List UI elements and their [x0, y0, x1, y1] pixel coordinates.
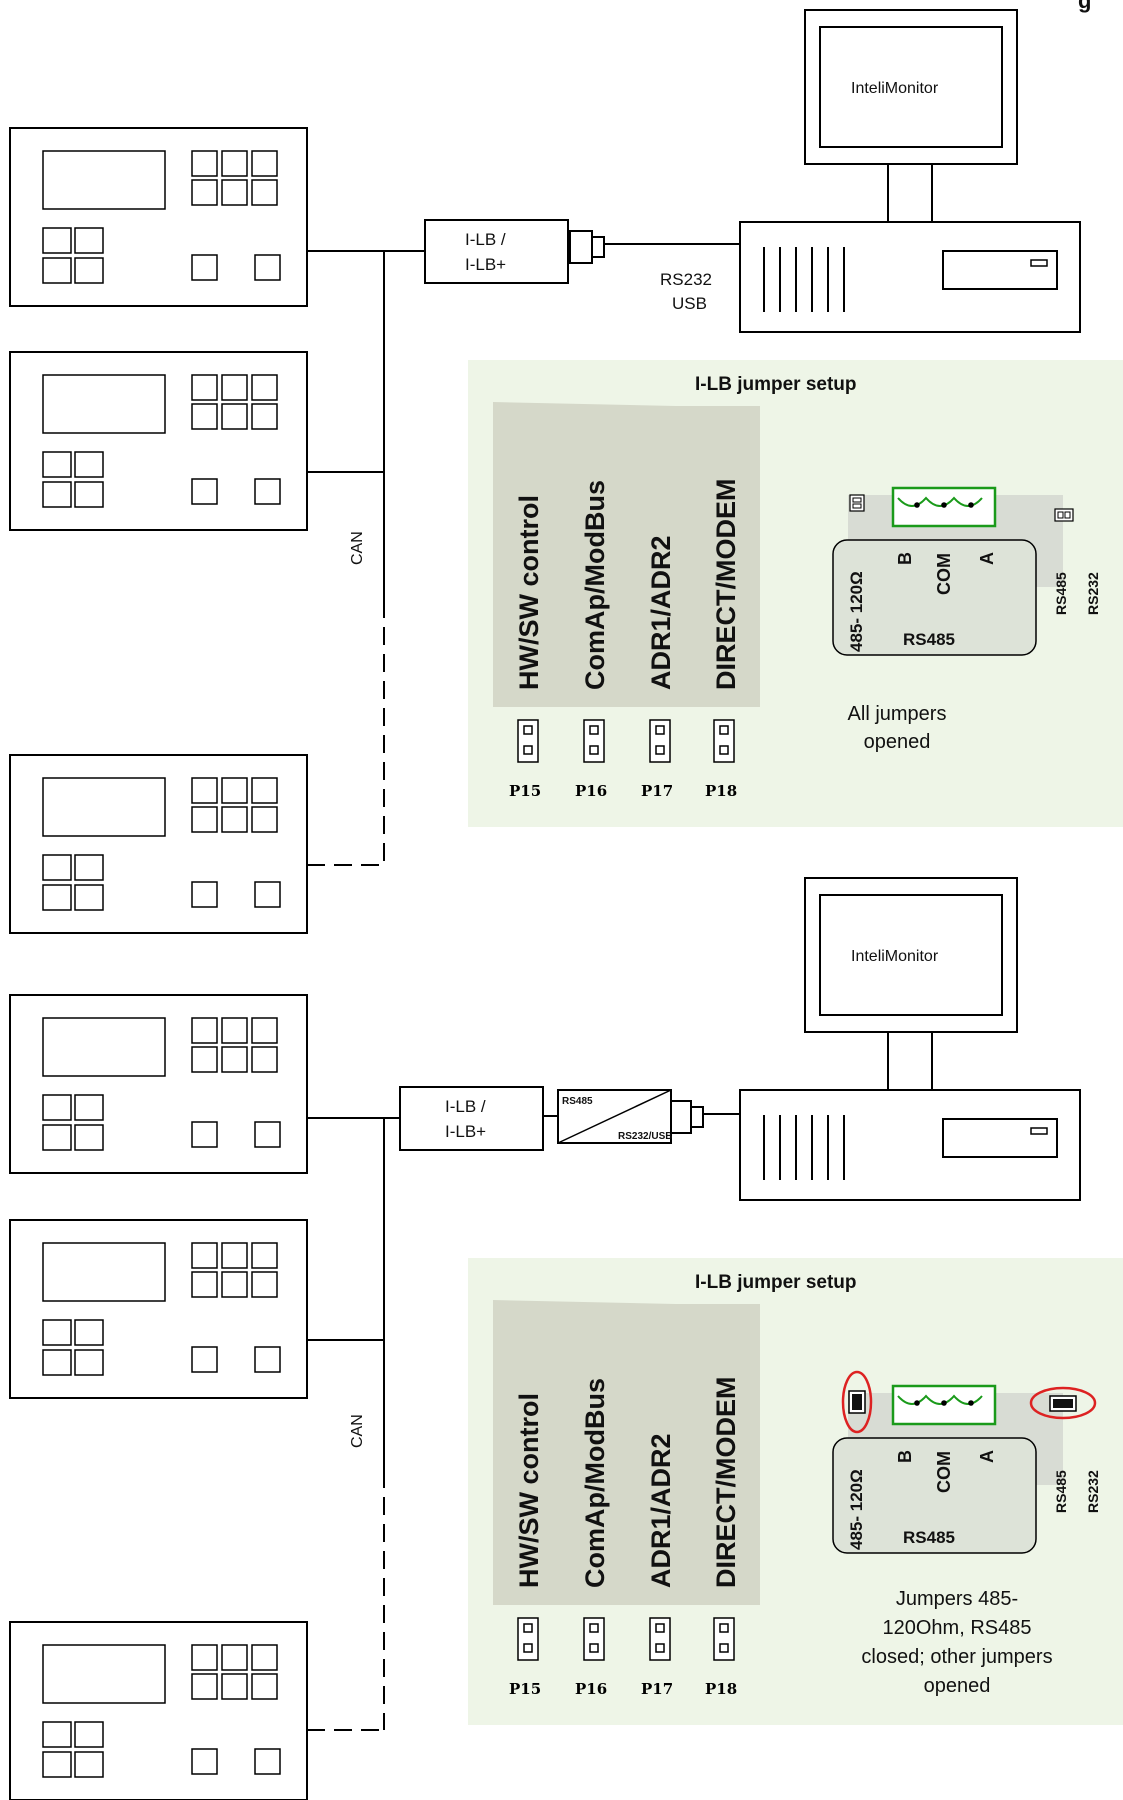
- pin-p18-2: [713, 1617, 735, 1661]
- side-label-1-0: RS485: [1053, 572, 1069, 615]
- controller-1: [9, 127, 308, 307]
- terminal-pin-2-0: 485- 120Ω: [847, 1469, 866, 1550]
- ilb-converter-2: I-LB / I-LB+: [399, 1086, 558, 1151]
- jumper-label-1-0: HW/SW control: [514, 495, 544, 690]
- jumper-setup-panel-2: I-LB jumper setup HW/SW control ComAp/Mo…: [468, 1258, 1123, 1725]
- controller-4: [9, 994, 308, 1174]
- can-label-1: CAN: [349, 531, 366, 565]
- pin-label-1-3: P18: [705, 782, 737, 800]
- jumper-setup-panel-1: I-LB jumper setup HW/SW control ComAp/Mo…: [468, 360, 1123, 827]
- rs485-terminal-1: 485- 120Ω B COM A RS485 RS485 RS232: [832, 486, 1101, 656]
- pc-1: InteliMonitor: [739, 9, 1081, 333]
- jumper-label-1-2: ADR1/ADR2: [646, 535, 676, 690]
- jumper-setup-title-1: I-LB jumper setup: [695, 374, 857, 395]
- terminal-pin-1-3: A: [977, 552, 997, 565]
- note-2-2: closed; other jumpers: [861, 1646, 1052, 1668]
- pin-p16-2: [583, 1617, 605, 1661]
- pin-label-2-2: P17: [641, 1680, 673, 1698]
- highlight-rs485-jumper: [1029, 1386, 1097, 1420]
- link-label-1a: RS232: [660, 270, 712, 289]
- pc-2: InteliMonitor: [739, 877, 1081, 1201]
- terminal-pin-2-2: COM: [934, 1451, 954, 1493]
- section-1: CAN I-LB / I-LB+ RS232 USB InteliMonitor: [9, 9, 1123, 934]
- terminal-pin-1-1: B: [895, 552, 915, 565]
- jumper-label-2-1: ComAp/ModBus: [580, 1378, 610, 1588]
- monitor-label-1: InteliMonitor: [851, 80, 939, 97]
- side-label-2-1: RS232: [1085, 1470, 1101, 1513]
- pin-label-2-1: P16: [575, 1680, 607, 1698]
- terminal-caption-2: RS485: [903, 1528, 955, 1547]
- pin-label-2-0: P15: [509, 1680, 541, 1698]
- jumper-label-2-0: HW/SW control: [514, 1393, 544, 1588]
- terminal-pin-2-3: A: [977, 1450, 997, 1463]
- converter-rs232-usb-label: RS232/USB: [618, 1131, 672, 1142]
- ilb-label-1b: I-LB+: [465, 255, 506, 274]
- pin-label-1-1: P16: [575, 782, 607, 800]
- controller-3: [9, 754, 308, 934]
- controller-5: [9, 1219, 308, 1399]
- note-1-0: All jumpers: [848, 703, 947, 725]
- ilb-label-2a: I-LB /: [445, 1097, 486, 1116]
- note-2-1: 120Ohm, RS485: [883, 1617, 1032, 1639]
- terminal-pin-1-0: 485- 120Ω: [847, 571, 866, 652]
- ilb-converter-1: I-LB / I-LB+: [424, 219, 740, 284]
- converter-rs485-label: RS485: [562, 1096, 593, 1107]
- jumper-label-2-3: DIRECT/MODEM: [711, 1377, 741, 1589]
- pin-p18-1: [713, 719, 735, 763]
- terminal-pin-2-1: B: [895, 1450, 915, 1463]
- pin-p15-1: [517, 719, 539, 763]
- controller-6: [9, 1621, 308, 1800]
- jumper-label-1-1: ComAp/ModBus: [580, 480, 610, 690]
- can-bus-1: [307, 250, 425, 866]
- ilb-label-1a: I-LB /: [465, 230, 506, 249]
- note-2-0: Jumpers 485-: [896, 1588, 1018, 1610]
- pin-p17-2: [649, 1617, 671, 1661]
- section-2: CAN I-LB / I-LB+ RS485 RS232/USB InteliM…: [9, 877, 1123, 1800]
- terminal-pin-1-2: COM: [934, 553, 954, 595]
- can-label-2: CAN: [349, 1414, 366, 1448]
- side-label-2-0: RS485: [1053, 1470, 1069, 1513]
- jumper-setup-title-2: I-LB jumper setup: [695, 1272, 857, 1293]
- jumper-label-2-2: ADR1/ADR2: [646, 1433, 676, 1588]
- pin-p17-1: [649, 719, 671, 763]
- monitor-label-2: InteliMonitor: [851, 948, 939, 965]
- note-2-3: opened: [924, 1675, 991, 1697]
- pin-p15-2: [517, 1617, 539, 1661]
- can-bus-2: [307, 1117, 400, 1731]
- rs485-rs232-converter: RS485 RS232/USB: [557, 1089, 740, 1144]
- highlight-485-120-jumper: [841, 1370, 873, 1434]
- ilb-label-2b: I-LB+: [445, 1122, 486, 1141]
- pin-label-1-2: P17: [641, 782, 673, 800]
- link-label-1b: USB: [672, 294, 707, 313]
- pin-label-2-3: P18: [705, 1680, 737, 1698]
- cropped-corner-text: g: [1078, 0, 1091, 13]
- pin-label-1-0: P15: [509, 782, 541, 800]
- side-label-1-1: RS232: [1085, 572, 1101, 615]
- jumper-label-1-3: DIRECT/MODEM: [711, 479, 741, 691]
- terminal-caption-1: RS485: [903, 630, 955, 649]
- rs485-terminal-2: 485- 120Ω B COM A RS485 RS485 RS232: [832, 1370, 1101, 1554]
- pin-p16-1: [583, 719, 605, 763]
- controller-2: [9, 351, 308, 531]
- note-1-1: opened: [864, 731, 931, 753]
